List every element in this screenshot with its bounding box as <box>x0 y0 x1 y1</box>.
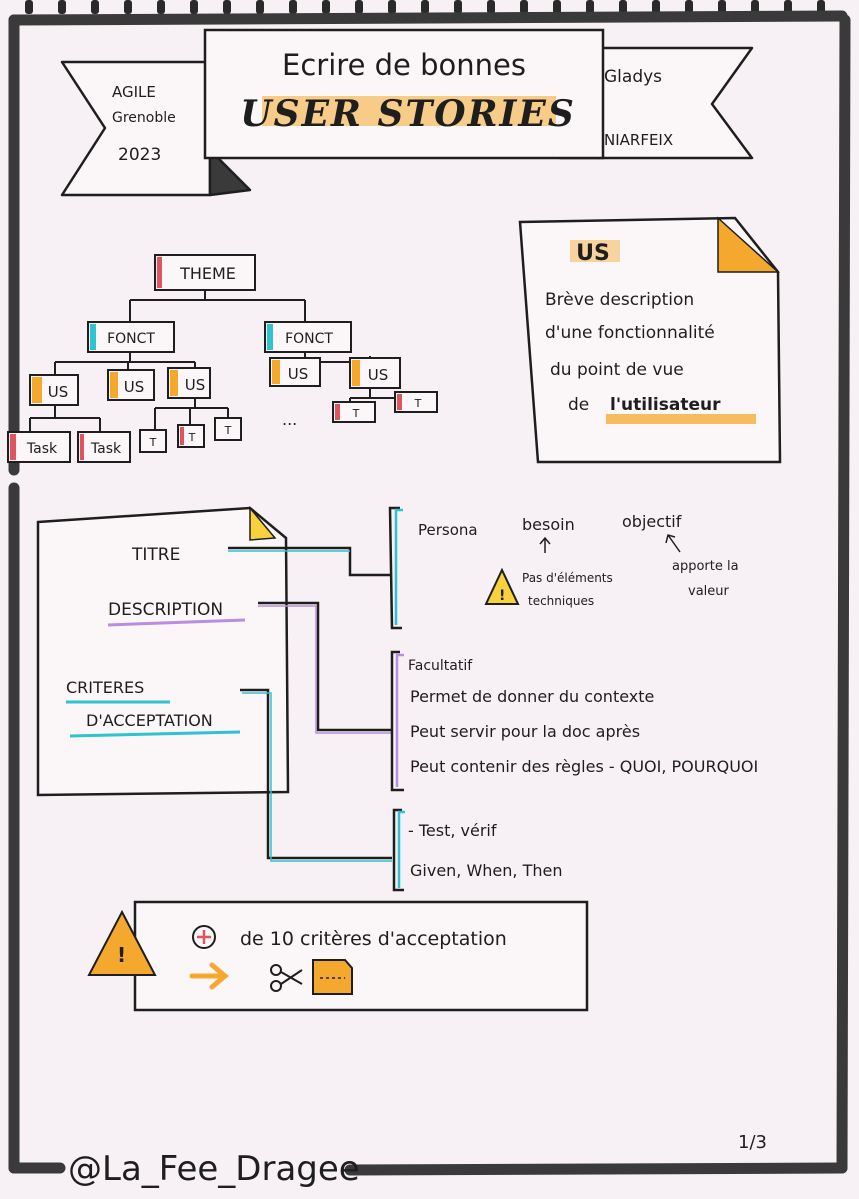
description-line-2: Permet de donner du contexte <box>410 687 654 706</box>
node-t-4: T <box>352 407 360 420</box>
banner: AGILE Grenoble 2023 Gladys NIARFEIX Ecri… <box>60 28 754 197</box>
us-card-line-1: Brève description <box>545 290 694 310</box>
titre-note-warn-2: techniques <box>528 594 594 608</box>
story-card: TITRE DESCRIPTION CRITERES D'ACCEPTATION <box>36 505 290 797</box>
us-card-line-2: d'une fonctionnalité <box>545 323 715 343</box>
banner-left-flag <box>60 60 252 197</box>
us-card-line-3: du point de vue <box>550 360 684 380</box>
svg-text:!: ! <box>499 588 505 604</box>
criteres-line-1: - Test, vérif <box>408 821 497 840</box>
banner-title: USER STORIES <box>240 93 576 135</box>
titre-persona: Persona <box>418 521 478 539</box>
titre-note-value-2: valeur <box>688 584 730 599</box>
binding-rings <box>25 0 825 14</box>
card-icon <box>312 959 353 995</box>
big-warning-icon <box>87 909 157 976</box>
scissors-icon <box>270 964 303 992</box>
warning-line-1: de 10 critères d'acceptation <box>240 928 507 950</box>
left-flag-line-2: Grenoble <box>112 110 176 126</box>
title-highlight <box>262 96 556 126</box>
titre-objectif: objectif <box>622 512 682 531</box>
node-t-1: T <box>149 436 157 449</box>
titre-note-warn-1: Pas d'éléments <box>522 571 613 585</box>
story-criteres-2: D'ACCEPTATION <box>86 711 213 730</box>
story-criteres-1: CRITERES <box>66 678 144 697</box>
description-line-1: Facultatif <box>408 658 473 674</box>
warning-icon <box>484 567 520 605</box>
left-flag-line-1: AGILE <box>112 83 156 101</box>
node-fonct-2: FONCT <box>285 331 333 347</box>
node-us-4: US <box>288 365 309 383</box>
criteres-branch: - Test, vérif Given, When, Then <box>408 821 562 880</box>
node-us-5: US <box>368 366 389 384</box>
branch-brackets <box>388 506 405 892</box>
us-card-line-4-highlight: l'utilisateur <box>610 395 721 415</box>
us-card-line-4-prefix: de <box>568 395 589 415</box>
node-fonct-1: FONCT <box>107 331 155 347</box>
description-line-4: Peut contenir des règles - QUOI, POURQUO… <box>410 757 758 776</box>
titre-note-value-1: apporte la <box>672 559 739 574</box>
arrow-icon <box>189 962 229 990</box>
node-t-5: T <box>414 397 422 410</box>
node-us-1: US <box>48 383 69 401</box>
right-flag-line-2: NIARFEIX <box>604 131 673 149</box>
node-ellipsis: ... <box>282 410 297 429</box>
description-line-3: Peut servir pour la doc après <box>410 722 640 741</box>
plus-icon <box>192 925 216 949</box>
us-card-title: US <box>576 241 610 266</box>
criteres-line-2: Given, When, Then <box>410 861 562 880</box>
story-connectors <box>228 546 392 862</box>
svg-text:!: ! <box>117 943 126 967</box>
page-number: 1/3 <box>738 1132 767 1153</box>
left-flag-line-3: 2023 <box>118 145 161 165</box>
right-flag-line-1: Gladys <box>604 67 662 87</box>
us-card: US Brève description d'une fonctionnalit… <box>518 216 782 464</box>
banner-center <box>203 28 605 160</box>
titre-besoin: besoin <box>522 515 575 534</box>
titre-branch: Persona besoin objectif ! Pas d'éléments… <box>418 512 739 608</box>
story-titre: TITRE <box>131 545 180 565</box>
hierarchy-tree: THEME FONCT FONCT US US US US US Task Ta… <box>7 254 438 463</box>
node-theme: THEME <box>179 264 236 283</box>
node-us-2: US <box>124 378 145 396</box>
node-us-3: US <box>185 376 206 394</box>
description-branch: Facultatif Permet de donner du contexte … <box>408 658 758 776</box>
page-frame <box>8 10 851 1176</box>
banner-subtitle: Ecrire de bonnes <box>282 48 526 82</box>
node-t-2: T <box>188 431 196 444</box>
author-handle: @La_Fee_Dragee <box>68 1149 360 1189</box>
warning-box: ! de 10 critères d'acceptation <box>87 900 589 1012</box>
story-description: DESCRIPTION <box>108 600 223 620</box>
node-t-3: T <box>224 424 232 437</box>
node-task-2: Task <box>90 441 122 457</box>
node-task-1: Task <box>26 441 58 457</box>
